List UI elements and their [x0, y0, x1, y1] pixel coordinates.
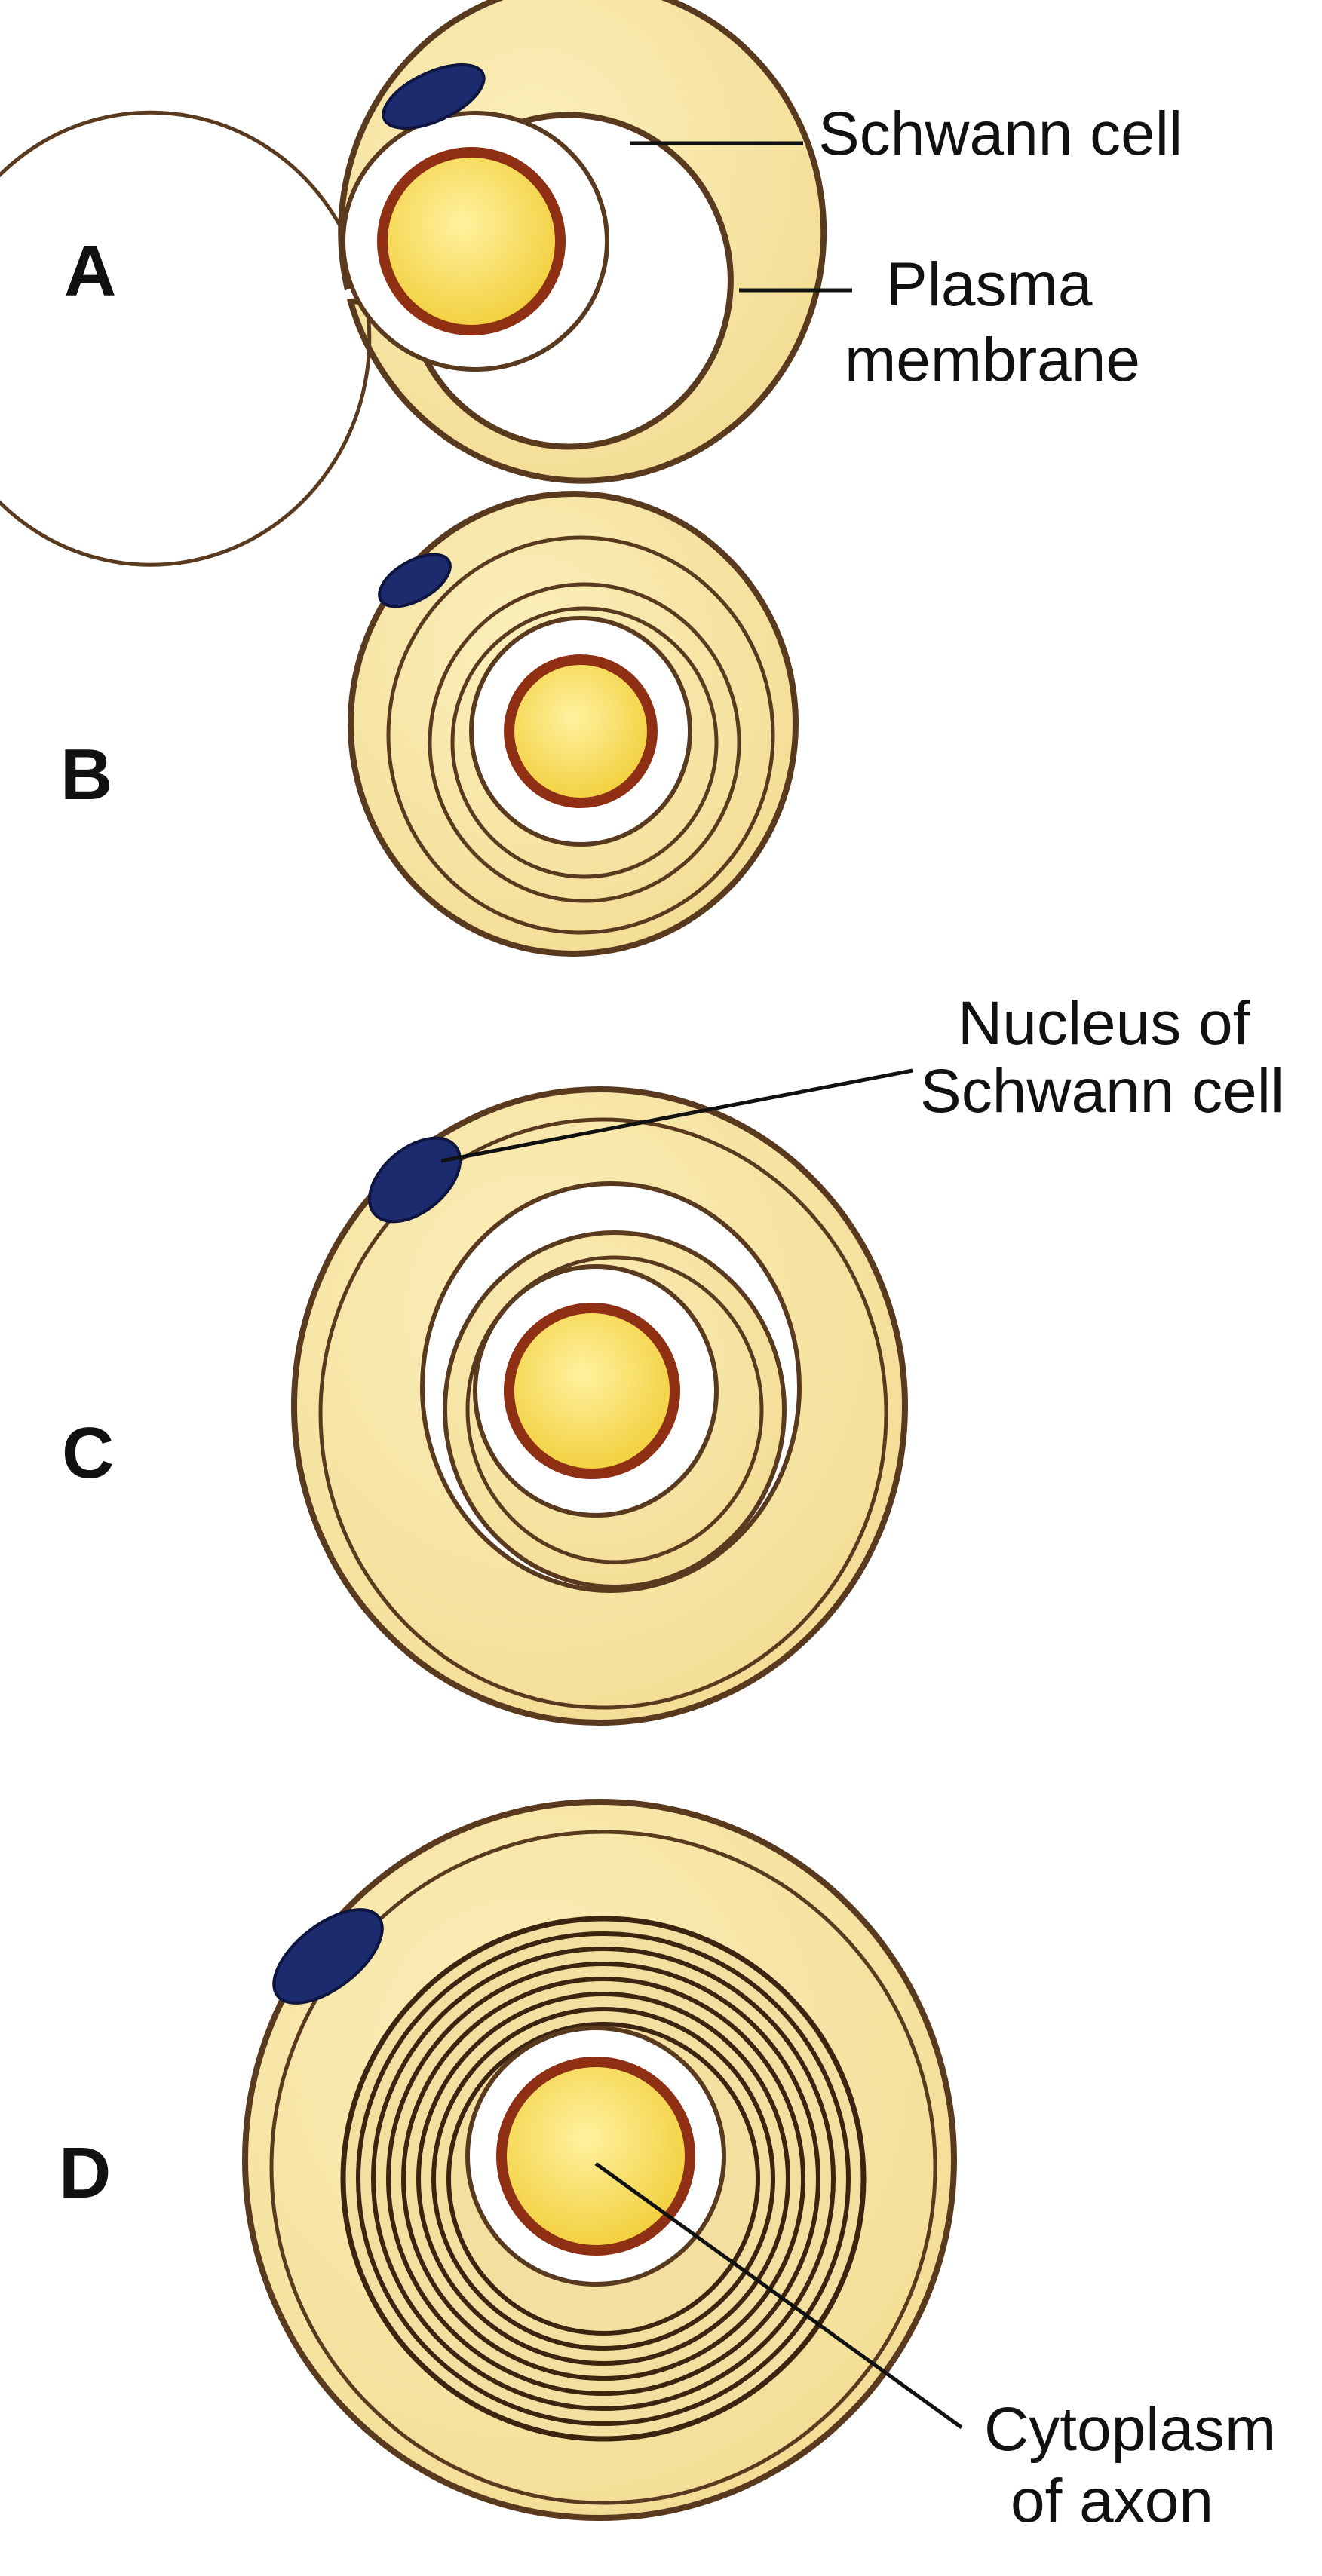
stage-a-diagram: A: [0, 0, 824, 565]
nucleus-callout-line2: Schwann cell: [920, 1057, 1284, 1126]
stage-b-label: B: [60, 734, 112, 815]
stage-c-diagram: C: [62, 1089, 905, 1723]
stage-a-axon: [382, 152, 560, 330]
cytoplasm-callout-line2: of axon: [1011, 2467, 1213, 2535]
stage-d-label: D: [59, 2133, 111, 2213]
stage-d-diagram: D: [59, 1802, 954, 2518]
nucleus-callout-line1: Nucleus of: [958, 989, 1250, 1058]
stage-a-label: A: [64, 231, 116, 311]
stage-a-inner-membrane: [0, 112, 370, 565]
plasma-membrane-callout-line1: Plasma: [886, 250, 1093, 319]
schwann-cell-callout: Schwann cell: [818, 100, 1182, 168]
plasma-membrane-callout-line2: membrane: [845, 326, 1140, 394]
stage-c-axon: [509, 1308, 675, 1474]
cytoplasm-callout-line1: Cytoplasm: [984, 2395, 1276, 2464]
stage-c-label: C: [62, 1413, 114, 1493]
stage-d-axon: [502, 2062, 690, 2250]
stage-b-axon: [509, 660, 652, 803]
